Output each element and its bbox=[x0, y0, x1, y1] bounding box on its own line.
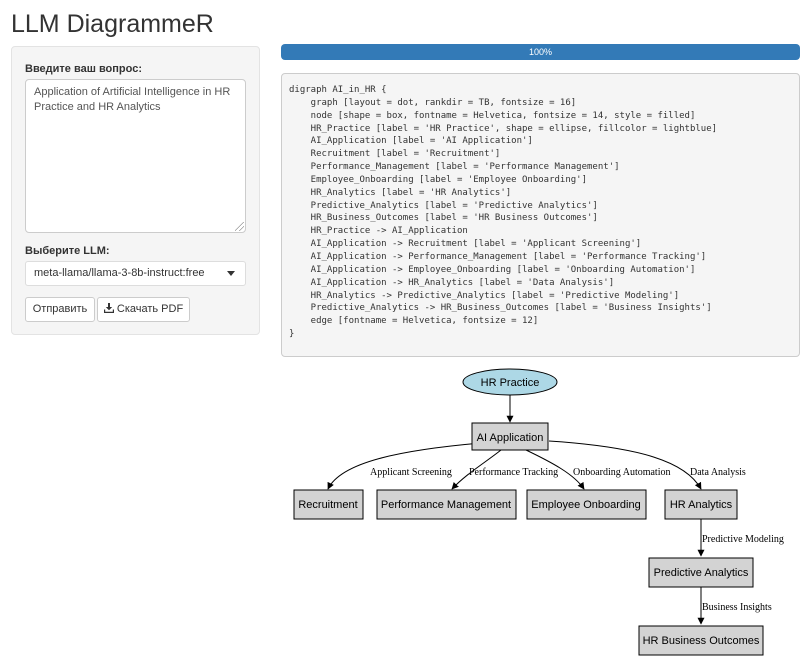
code-line: AI_Application -> Recruitment [label = '… bbox=[289, 239, 642, 250]
node-label-recruitment: Recruitment bbox=[298, 499, 357, 511]
progress-bar: 100% bbox=[281, 44, 800, 60]
resize-grip-icon[interactable] bbox=[235, 222, 244, 231]
node-label-predictive-analytics: Predictive Analytics bbox=[654, 567, 749, 579]
node-ai-application: AI Application bbox=[471, 422, 549, 451]
download-pdf-button[interactable]: Скачать PDF bbox=[97, 297, 190, 322]
submit-button-label: Отправить bbox=[32, 303, 88, 315]
app-title: LLM DiagrammeR bbox=[11, 10, 214, 38]
node-performance-management: Performance Management bbox=[376, 489, 517, 520]
progress-fill: 100% bbox=[281, 44, 800, 60]
edge-data-analysis bbox=[548, 440, 702, 490]
code-line: node [shape = box, fontname = Helvetica,… bbox=[289, 110, 696, 121]
edge-applicant-screening bbox=[327, 442, 482, 490]
code-line: HR_Business_Outcomes [label = 'HR Busine… bbox=[289, 213, 598, 224]
node-hr-business-outcomes: HR Business Outcomes bbox=[638, 625, 764, 656]
code-line: edge [fontname = Helvetica, fontsize = 1… bbox=[289, 316, 539, 327]
edge-label-performance-tracking: Performance Tracking bbox=[469, 467, 558, 478]
node-label-hr-analytics: HR Analytics bbox=[670, 499, 733, 511]
node-label-ai-application: AI Application bbox=[477, 432, 544, 444]
llm-select-value: meta-llama/llama-3-8b-instruct:free bbox=[34, 267, 205, 279]
node-employee-onboarding: Employee Onboarding bbox=[526, 489, 647, 520]
node-label-hr-practice: HR Practice bbox=[481, 377, 540, 389]
code-line: HR_Practice [label = 'HR Practice', shap… bbox=[289, 123, 718, 134]
code-line: AI_Application [label = 'AI Application'… bbox=[289, 136, 533, 147]
edge-label-onboarding-automation: Onboarding Automation bbox=[573, 467, 671, 478]
code-line: digraph AI_in_HR { bbox=[289, 85, 387, 95]
node-label-hr-business-outcomes: HR Business Outcomes bbox=[643, 635, 760, 647]
node-hr-practice: HR Practice bbox=[462, 368, 558, 396]
code-line: AI_Application -> Performance_Management… bbox=[289, 251, 707, 262]
code-line: Predictive_Analytics [label = 'Predictiv… bbox=[289, 200, 598, 211]
llm-label: Выберите LLM: bbox=[25, 245, 110, 257]
submit-button[interactable]: Отправить bbox=[25, 297, 95, 322]
edge-label-business-insights: Business Insights bbox=[702, 602, 772, 613]
node-hr-analytics: HR Analytics bbox=[664, 489, 738, 520]
node-predictive-analytics: Predictive Analytics bbox=[648, 557, 754, 588]
code-line: Performance_Management [label = 'Perform… bbox=[289, 162, 620, 173]
edge-label-predictive-modeling: Predictive Modeling bbox=[702, 534, 784, 545]
question-label: Введите ваш вопрос: bbox=[25, 63, 142, 75]
download-icon bbox=[103, 303, 114, 313]
code-line: graph [layout = dot, rankdir = TB, fonts… bbox=[289, 97, 577, 108]
node-recruitment: Recruitment bbox=[293, 489, 364, 520]
edge-performance-tracking bbox=[451, 449, 502, 490]
llm-select[interactable]: meta-llama/llama-3-8b-instruct:free bbox=[25, 261, 246, 286]
chevron-down-icon bbox=[227, 271, 235, 276]
node-label-employee-onboarding: Employee Onboarding bbox=[531, 499, 640, 511]
edge-label-applicant-screening: Applicant Screening bbox=[370, 467, 452, 478]
code-line: Predictive_Analytics -> HR_Business_Outc… bbox=[289, 303, 712, 314]
edge-onboarding-automation bbox=[525, 449, 585, 490]
code-line: AI_Application -> HR_Analytics [label = … bbox=[289, 277, 615, 288]
node-label-performance-management: Performance Management bbox=[381, 499, 511, 511]
code-line: } bbox=[289, 329, 295, 340]
code-line: HR_Analytics -> Predictive_Analytics [la… bbox=[289, 290, 680, 301]
code-line: Recruitment [label = 'Recruitment'] bbox=[289, 149, 501, 160]
sidebar-panel: Введите ваш вопрос: Application of Artif… bbox=[11, 46, 260, 335]
code-output: digraph AI_in_HR { graph [layout = dot, … bbox=[281, 73, 800, 357]
download-button-label: Скачать PDF bbox=[116, 303, 184, 315]
code-line: HR_Analytics [label = 'HR Analytics'] bbox=[289, 187, 512, 198]
diagram: Applicant Screening Performance Tracking… bbox=[293, 368, 784, 656]
edge-label-data-analysis: Data Analysis bbox=[690, 467, 746, 478]
code-line: AI_Application -> Employee_Onboarding [l… bbox=[289, 264, 696, 275]
code-line: HR_Practice -> AI_Application bbox=[289, 226, 468, 237]
question-input[interactable]: Application of Artificial Intelligence i… bbox=[25, 79, 246, 233]
code-line: Employee_Onboarding [label = 'Employee O… bbox=[289, 174, 588, 185]
